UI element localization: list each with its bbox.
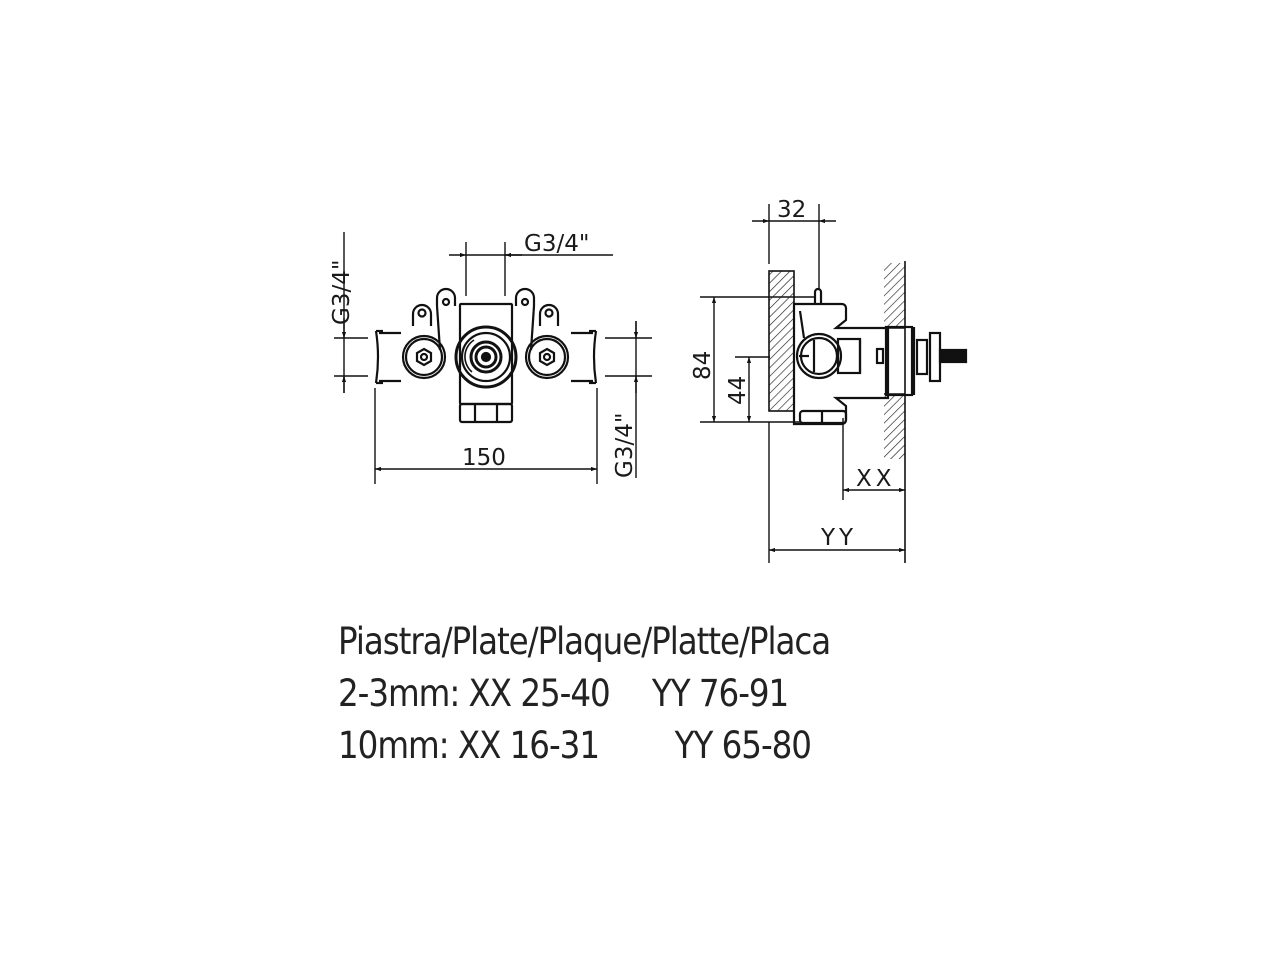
- dim-label-depth: 32: [777, 197, 806, 223]
- dimension-xx-yy: [768, 418, 905, 563]
- dim-label-yy: YY: [820, 525, 857, 551]
- thickness-label: 2-3mm:: [338, 672, 460, 715]
- dimension-right-inlet: [605, 321, 652, 478]
- xx-range: XX 16-31: [457, 724, 600, 767]
- dim-label-height-center: 44: [725, 376, 751, 405]
- dim-label-top-inlet: G3/4": [524, 231, 589, 257]
- dim-label-right-inlet: G3/4": [612, 413, 638, 478]
- dimension-left-inlet: [334, 232, 368, 393]
- wall-top-hatch: [884, 263, 905, 328]
- dimension-heights: [700, 296, 815, 423]
- dimension-width: [374, 388, 598, 484]
- plate-notes: Piastra/Plate/Plaque/Platte/Placa 2-3mm:…: [338, 616, 831, 772]
- notes-title: Piastra/Plate/Plaque/Platte/Placa: [338, 620, 831, 663]
- notes-row-10mm: 10mm: XX 16-31 YY 65-80: [338, 720, 830, 772]
- plate-hatch: [768, 270, 795, 412]
- dim-label-height-total: 84: [690, 351, 716, 380]
- dimension-top-inlet: [449, 242, 613, 296]
- yy-range: YY 65-80: [674, 724, 812, 767]
- dim-label-width: 150: [462, 445, 506, 471]
- thickness-label: 10mm:: [338, 724, 450, 767]
- dimension-depth: [752, 204, 836, 290]
- dim-label-xx: XX: [856, 466, 896, 492]
- side-view: [700, 204, 968, 563]
- mixer-body-front: [374, 287, 598, 424]
- xx-range: XX 25-40: [468, 672, 611, 715]
- wall-bottom-hatch: [884, 394, 905, 459]
- yy-range: YY 76-91: [651, 672, 789, 715]
- mixer-body-side: [792, 287, 968, 426]
- front-view: [334, 232, 652, 484]
- notes-row-2-3mm: 2-3mm: XX 25-40 YY 76-91: [338, 668, 830, 720]
- dim-label-left-inlet: G3/4": [329, 260, 355, 325]
